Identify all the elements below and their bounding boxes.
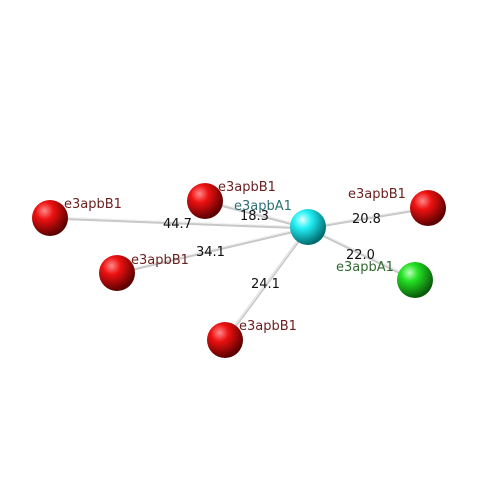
distance-label-n4: 34.1 <box>196 245 225 260</box>
distance-label-n1: 44.7 <box>163 217 192 232</box>
distance-labels: 44.7 18.3 20.8 34.1 22.0 24.1 <box>163 209 381 292</box>
atom-label-n4: e3apbB1 <box>131 253 189 268</box>
atom-n1[interactable] <box>32 200 68 236</box>
distance-label-n2: 18.3 <box>240 209 269 224</box>
atom-label-center: e3apbA1 <box>234 199 292 214</box>
bond-n6 <box>223 226 310 341</box>
atom-labels: e3apbB1 e3apbB1 e3apbB1 e3apbB1 e3apbB1 … <box>64 180 406 334</box>
bond-n3 <box>307 206 429 230</box>
atom-n6[interactable] <box>207 322 243 358</box>
distance-label-n3: 20.8 <box>352 212 381 227</box>
atom-label-n5: e3apbA1 <box>336 260 394 275</box>
atom-n4[interactable] <box>99 255 135 291</box>
bond-n4 <box>116 226 309 275</box>
bond-n5 <box>307 226 416 282</box>
distance-label-n5: 22.0 <box>346 248 375 263</box>
atom-n3[interactable] <box>410 190 446 226</box>
atoms <box>32 183 446 358</box>
atom-label-n2: e3apbB1 <box>218 180 276 195</box>
atom-n2[interactable] <box>187 183 223 219</box>
distance-label-n6: 24.1 <box>251 277 280 292</box>
bond-n1 <box>49 216 309 230</box>
atom-center[interactable] <box>290 209 326 245</box>
atom-label-n1: e3apbB1 <box>64 197 122 212</box>
atom-n5[interactable] <box>397 262 433 298</box>
atom-label-n3: e3apbB1 <box>348 187 406 202</box>
atom-label-n6: e3apbB1 <box>239 319 297 334</box>
